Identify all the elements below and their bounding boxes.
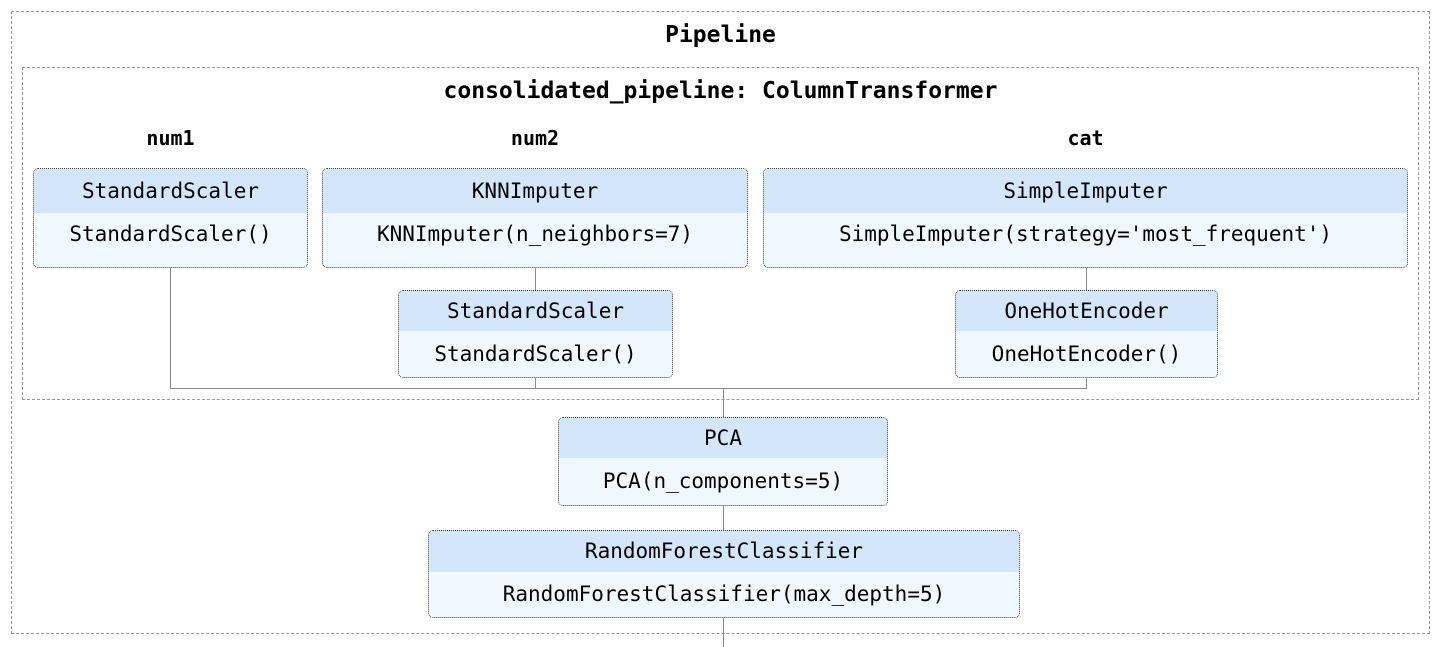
connector-merge-to-pca [723, 388, 724, 418]
estimator-name: OneHotEncoder [956, 291, 1217, 331]
estimator-repr[interactable]: SimpleImputer(strategy='most_frequent') [764, 213, 1407, 256]
column-label-cat: cat [1067, 126, 1104, 150]
connector-cat-imputer-to-encoder [1086, 268, 1087, 291]
estimator-box-onehotencoder[interactable]: OneHotEncoder OneHotEncoder() [955, 290, 1218, 378]
estimator-box-simpleimputer[interactable]: SimpleImputer SimpleImputer(strategy='mo… [763, 168, 1408, 268]
estimator-name: StandardScaler [34, 169, 307, 213]
estimator-box-standardscaler-num2[interactable]: StandardScaler StandardScaler() [398, 290, 673, 378]
estimator-name: KNNImputer [323, 169, 747, 213]
estimator-box-pca[interactable]: PCA PCA(n_components=5) [558, 417, 888, 506]
estimator-repr[interactable]: StandardScaler() [399, 331, 672, 377]
estimator-repr[interactable]: OneHotEncoder() [956, 331, 1217, 377]
estimator-name: RandomForestClassifier [429, 531, 1019, 572]
connector-merge-bar [170, 388, 1087, 389]
column-transformer-frame[interactable] [22, 67, 1419, 400]
connector-num2-scaler-down [535, 377, 536, 389]
column-label-num2: num2 [510, 126, 560, 150]
estimator-box-randomforestclassifier[interactable]: RandomForestClassifier RandomForestClass… [428, 530, 1020, 618]
connector-classifier-output [723, 617, 724, 647]
connector-num1-down [170, 268, 171, 389]
estimator-box-standardscaler-num1[interactable]: StandardScaler StandardScaler() [33, 168, 308, 268]
connector-pca-to-classifier [723, 506, 724, 531]
estimator-repr[interactable]: KNNImputer(n_neighbors=7) [323, 213, 747, 256]
estimator-repr[interactable]: PCA(n_components=5) [559, 458, 887, 505]
estimator-repr[interactable]: StandardScaler() [34, 213, 307, 256]
pipeline-frame[interactable] [11, 11, 1430, 634]
estimator-name: PCA [559, 418, 887, 458]
connector-num2-imputer-to-scaler [535, 268, 536, 291]
estimator-box-knnimputer[interactable]: KNNImputer KNNImputer(n_neighbors=7) [322, 168, 748, 268]
column-label-num1: num1 [146, 126, 195, 150]
estimator-name: StandardScaler [399, 291, 672, 331]
connector-cat-encoder-down [1086, 377, 1087, 389]
column-transformer-title: consolidated_pipeline: ColumnTransformer [443, 78, 998, 104]
estimator-repr[interactable]: RandomForestClassifier(max_depth=5) [429, 572, 1019, 617]
pipeline-title: Pipeline [665, 22, 776, 48]
estimator-name: SimpleImputer [764, 169, 1407, 213]
